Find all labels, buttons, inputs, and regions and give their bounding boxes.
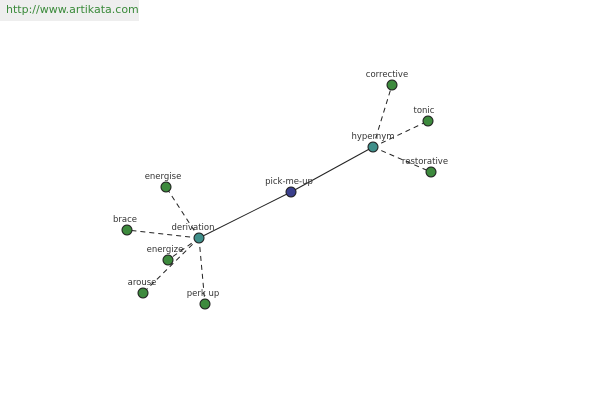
- node-label-perk-up: perk up: [187, 289, 220, 299]
- edge-pick-me-up-hypernym: [290, 146, 374, 193]
- edge-hypernym-restorative: [372, 146, 432, 173]
- node-corrective[interactable]: corrective: [366, 70, 408, 91]
- node-dot-perk-up[interactable]: [199, 298, 211, 310]
- node-dot-hypernym[interactable]: [367, 141, 379, 153]
- node-dot-tonic[interactable]: [422, 115, 434, 127]
- edge-hypernym-corrective: [372, 84, 393, 148]
- node-brace[interactable]: brace: [113, 215, 137, 236]
- node-label-tonic: tonic: [414, 106, 435, 116]
- node-dot-pick-me-up[interactable]: [285, 186, 297, 198]
- edges-layer: [126, 84, 432, 305]
- nodes-layer: pick-me-up hypernym derivation corrective to…: [113, 70, 448, 310]
- node-label-brace: brace: [113, 215, 137, 225]
- node-dot-brace[interactable]: [121, 224, 133, 236]
- edge-derivation-brace: [126, 229, 200, 239]
- edge-derivation-energise: [165, 186, 200, 239]
- node-restorative[interactable]: restorative: [402, 157, 448, 178]
- site-url-link[interactable]: http://www.artikata.com: [6, 3, 139, 16]
- node-energize[interactable]: energize: [147, 245, 184, 266]
- node-label-derivation: derivation: [171, 223, 214, 233]
- node-dot-energise[interactable]: [160, 181, 172, 193]
- node-dot-corrective[interactable]: [386, 79, 398, 91]
- node-derivation[interactable]: derivation: [171, 223, 215, 244]
- edge-hypernym-tonic: [372, 120, 429, 148]
- node-energise[interactable]: energise: [145, 172, 182, 193]
- edge-derivation-arouse: [142, 237, 200, 294]
- node-label-energize: energize: [147, 245, 184, 255]
- node-label-corrective: corrective: [366, 70, 408, 80]
- node-perk-up[interactable]: perk up: [187, 289, 220, 310]
- node-pick-me-up[interactable]: pick-me-up: [265, 177, 313, 198]
- edge-derivation-energize: [167, 237, 200, 261]
- node-label-arouse: arouse: [128, 278, 157, 288]
- node-hypernym[interactable]: hypernym: [351, 132, 395, 153]
- node-label-restorative: restorative: [402, 157, 448, 167]
- node-arouse[interactable]: arouse: [128, 278, 157, 299]
- node-dot-derivation[interactable]: [193, 232, 205, 244]
- node-dot-arouse[interactable]: [137, 287, 149, 299]
- node-tonic[interactable]: tonic: [414, 106, 435, 127]
- node-dot-restorative[interactable]: [425, 166, 437, 178]
- edge-pick-me-up-derivation: [198, 191, 292, 239]
- url-banner: http://www.artikata.com: [0, 0, 139, 21]
- node-label-pick-me-up: pick-me-up: [265, 177, 313, 187]
- node-label-energise: energise: [145, 172, 182, 182]
- edge-derivation-perk-up: [198, 237, 206, 305]
- node-dot-energize[interactable]: [162, 254, 174, 266]
- node-label-hypernym: hypernym: [351, 132, 394, 142]
